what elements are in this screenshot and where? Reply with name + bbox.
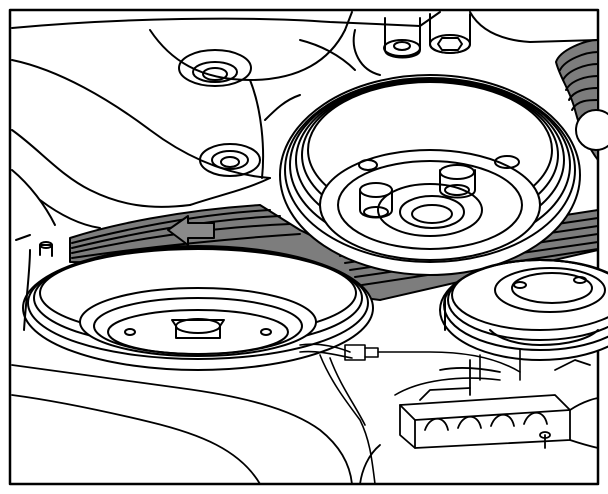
connector-block bbox=[399, 359, 599, 449]
mount-boss-lower bbox=[199, 143, 261, 177]
mount-boss-upper bbox=[178, 49, 252, 87]
left-arrow-icon bbox=[167, 215, 215, 246]
engine-housing bbox=[11, 11, 599, 241]
wiring-harness bbox=[299, 343, 521, 485]
idler-pulley bbox=[439, 259, 608, 361]
crankshaft-pulley bbox=[22, 241, 374, 371]
lower-body-outline bbox=[11, 364, 381, 485]
belt-upper-right bbox=[555, 39, 608, 161]
upper-pulley bbox=[279, 74, 581, 276]
top-bolts bbox=[352, 13, 471, 76]
